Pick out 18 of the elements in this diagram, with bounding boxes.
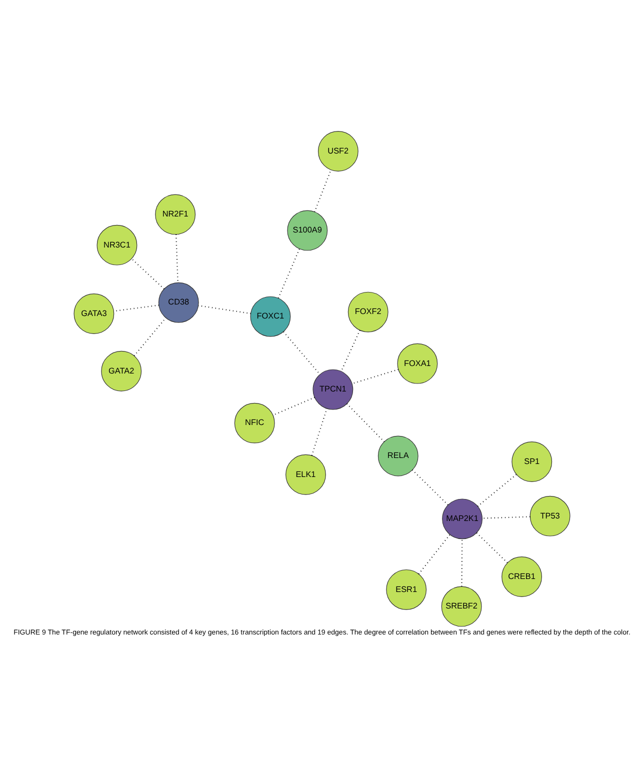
connector [311, 408, 328, 456]
connector [346, 402, 385, 442]
connector [418, 534, 450, 574]
connector [314, 169, 332, 212]
connector [175, 234, 178, 282]
connector [114, 304, 159, 312]
connector [477, 473, 517, 506]
connector [476, 532, 508, 563]
connector [412, 469, 448, 505]
connector [272, 396, 315, 416]
connector [134, 317, 166, 356]
connector [482, 516, 530, 518]
connector [461, 538, 463, 586]
connector [131, 258, 164, 289]
connector [283, 330, 320, 374]
connector [278, 248, 300, 298]
connector [352, 368, 398, 384]
connector [340, 329, 360, 371]
